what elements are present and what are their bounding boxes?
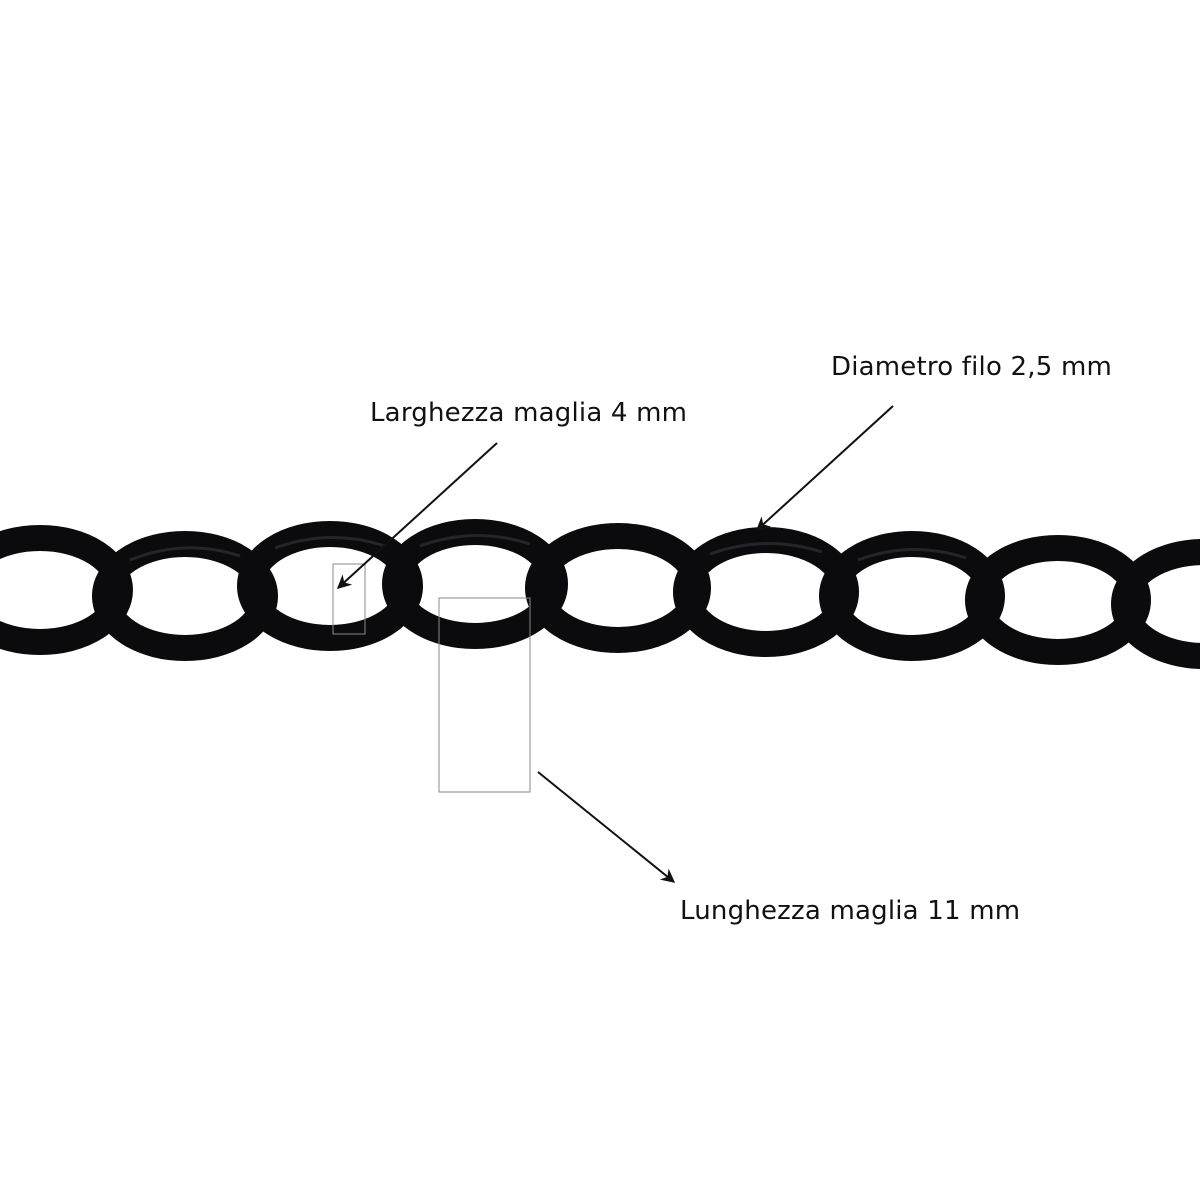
link-width-arrow [336,442,498,589]
chain [0,519,1200,669]
link-width-label: Larghezza maglia 4 mm [370,398,688,428]
link-length-guide [438,597,531,793]
chain-link [237,521,423,651]
chain-link [382,519,568,649]
link-length-label: Lunghezza maglia 11 mm [680,896,1021,926]
link-length-arrow [537,771,676,883]
chain-link [0,525,133,655]
chain-link [1111,539,1200,669]
wire-diameter-label: Diametro filo 2,5 mm [831,352,1113,382]
chain-link [673,527,859,657]
chain-highlights [129,533,967,562]
chain-link [965,535,1151,665]
link-width-guide [332,563,366,635]
chain-link [819,531,1005,661]
wire-diameter-arrow [755,405,894,531]
